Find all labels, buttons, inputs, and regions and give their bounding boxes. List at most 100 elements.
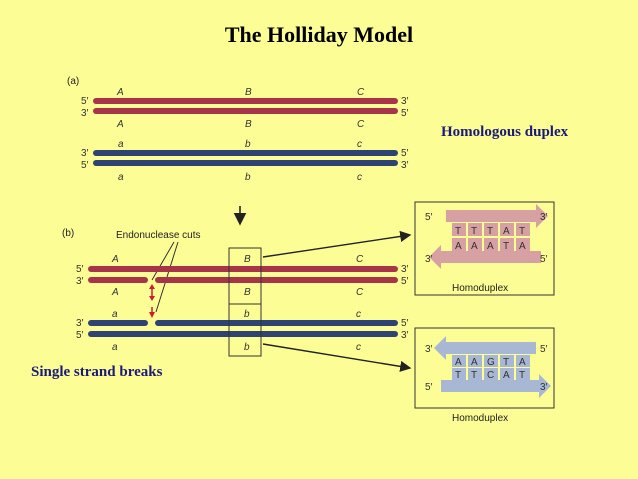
base: T <box>455 370 461 381</box>
strand-blue-top <box>93 150 398 156</box>
end-label: 3′ <box>401 160 409 171</box>
end-label: 5′ <box>81 160 89 171</box>
base: A <box>471 357 478 368</box>
strand-red-top <box>88 266 398 272</box>
locus-B: B <box>244 287 251 298</box>
locus-c: c <box>356 342 361 353</box>
panel-b-red-duplex <box>88 266 398 283</box>
base: T <box>471 226 477 237</box>
locus-C: C <box>357 87 365 98</box>
locus-A: A <box>111 287 119 298</box>
base: T <box>487 226 493 237</box>
end-label: 3′ <box>425 254 433 265</box>
locus-a: a <box>112 342 118 353</box>
base: A <box>471 241 478 252</box>
base-row: T T C A T <box>452 368 530 381</box>
end-label: 5′ <box>425 212 433 223</box>
locus-b: b <box>245 172 251 183</box>
end-label: 3′ <box>425 344 433 355</box>
locus-c: c <box>357 139 362 150</box>
blue-strand-band <box>441 380 539 392</box>
strand-blue-bottom <box>93 160 398 166</box>
end-label: 3′ <box>540 382 548 393</box>
locus-b: b <box>244 309 250 320</box>
locus-a: a <box>112 309 118 320</box>
strand-red-bottom-left <box>88 277 148 283</box>
end-label: 3′ <box>81 108 89 119</box>
slide-title: The Holliday Model <box>224 22 414 47</box>
locus-C: C <box>356 254 364 265</box>
end-label: 3′ <box>401 96 409 107</box>
locus-C: C <box>357 119 365 130</box>
endonuclease-label: Endonuclease cuts <box>116 230 201 241</box>
end-label: 5′ <box>401 318 409 329</box>
base: T <box>519 370 525 381</box>
base: T <box>471 370 477 381</box>
locus-a: a <box>118 139 124 150</box>
homologous-duplex-label: Homologous duplex <box>441 124 569 140</box>
base-row: T T T A T <box>452 223 530 237</box>
locus-B: B <box>244 254 251 265</box>
locus-B: B <box>245 87 252 98</box>
end-label: 3′ <box>540 212 548 223</box>
locus-C: C <box>356 287 364 298</box>
strand-red-top <box>93 98 398 104</box>
zoom-arrow <box>262 343 412 372</box>
end-label: 5′ <box>401 108 409 119</box>
locus-A: A <box>111 254 119 265</box>
homoduplex-caption: Homoduplex <box>452 413 508 424</box>
endonuclease-pointer <box>151 241 175 281</box>
strand-blue-top-left <box>88 320 148 326</box>
end-label: 5′ <box>540 344 548 355</box>
locus-c: c <box>357 172 362 183</box>
end-label: 5′ <box>401 276 409 287</box>
pink-strand-band <box>446 210 536 222</box>
locus-A: A <box>116 87 124 98</box>
base: A <box>455 241 462 252</box>
base: A <box>519 357 526 368</box>
locus-b-highlight-box <box>228 303 262 357</box>
panel-a-blue-duplex <box>93 150 398 166</box>
strand-red-bottom <box>93 108 398 114</box>
end-label: 3′ <box>81 148 89 159</box>
strand-blue-top-right <box>155 320 398 326</box>
end-label: 5′ <box>76 330 84 341</box>
zoom-arrow <box>262 230 412 258</box>
locus-b: b <box>245 139 251 150</box>
base: A <box>519 241 526 252</box>
blue-strand-band <box>446 342 536 354</box>
base: A <box>455 357 462 368</box>
base: T <box>519 226 525 237</box>
panel-b-blue-duplex <box>88 320 398 337</box>
locus-c: c <box>356 309 361 320</box>
strand-arrowhead <box>539 374 551 398</box>
strand-blue-bottom <box>88 331 398 337</box>
base: T <box>503 357 509 368</box>
base-row: A A A T A <box>452 238 530 252</box>
base: G <box>487 357 495 368</box>
locus-b: b <box>244 342 250 353</box>
base: A <box>503 370 510 381</box>
locus-B: B <box>245 119 252 130</box>
end-label: 5′ <box>81 96 89 107</box>
locus-a: a <box>118 172 124 183</box>
base: C <box>487 370 494 381</box>
strand-arrowhead <box>434 336 446 360</box>
end-label: 3′ <box>76 318 84 329</box>
base-row: A A G T A <box>452 355 530 368</box>
base: T <box>455 226 461 237</box>
end-label: 3′ <box>76 276 84 287</box>
end-label: 3′ <box>401 330 409 341</box>
locus-A: A <box>116 119 124 130</box>
end-label: 5′ <box>425 382 433 393</box>
panel-a-label: (a) <box>67 76 79 87</box>
base: A <box>487 241 494 252</box>
end-label: 5′ <box>540 254 548 265</box>
strand-red-bottom-right <box>155 277 398 283</box>
pink-strand-band <box>441 251 541 263</box>
panel-a-red-duplex <box>93 98 398 114</box>
strand-arrowhead <box>429 245 441 269</box>
single-strand-breaks-label: Single strand breaks <box>31 364 163 380</box>
panel-b-label: (b) <box>62 228 74 239</box>
